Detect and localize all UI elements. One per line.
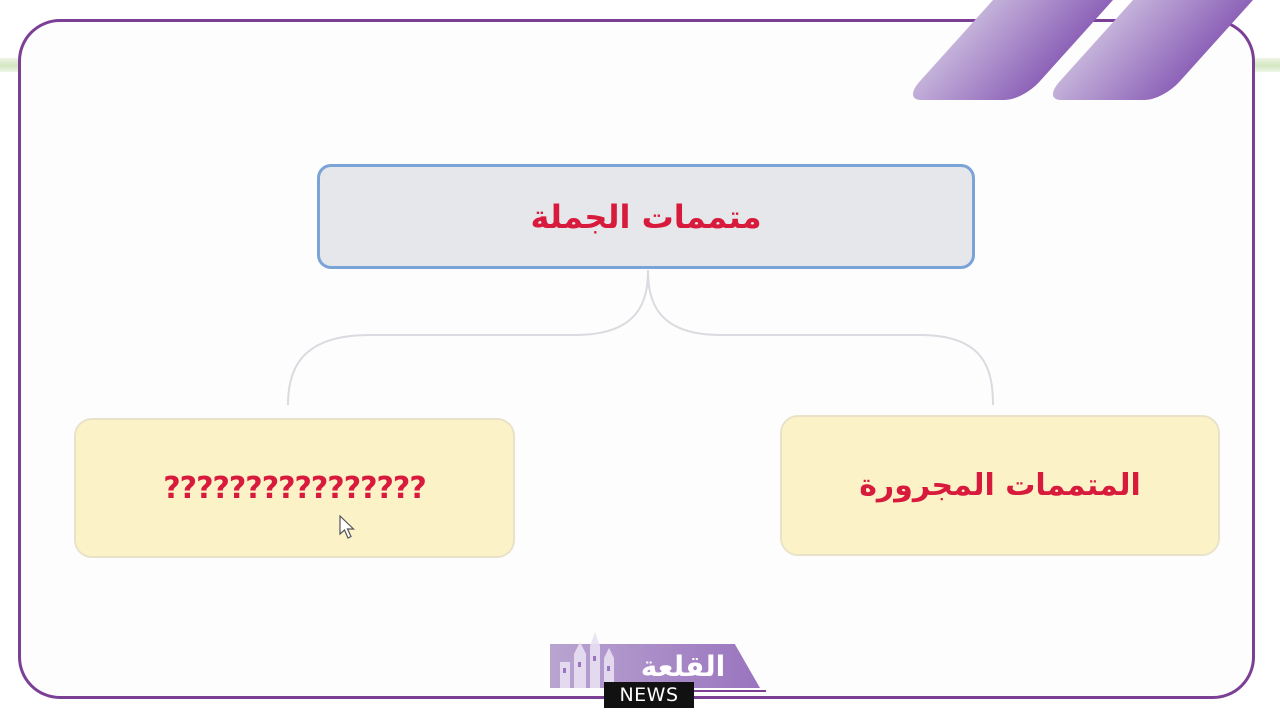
child-node-left: ???????????????? (74, 418, 515, 558)
logo-news-label: NEWS (604, 682, 694, 708)
slide-frame (18, 19, 1255, 699)
root-node-label: متممات الجملة (530, 197, 762, 236)
castle-icon (560, 632, 614, 688)
child-node-right-label: المتممات المجرورة (859, 468, 1141, 503)
connector-left-branch (287, 269, 649, 406)
logo-underline (694, 690, 766, 692)
mouse-cursor-icon (339, 515, 355, 539)
channel-logo: القلعة NEWS (550, 632, 770, 712)
child-node-right: المتممات المجرورة (780, 415, 1220, 556)
child-node-left-label: ???????????????? (163, 470, 426, 506)
logo-arabic-text: القلعة (640, 649, 726, 683)
root-node: متممات الجملة (317, 164, 975, 269)
connector-right-branch (647, 269, 994, 406)
